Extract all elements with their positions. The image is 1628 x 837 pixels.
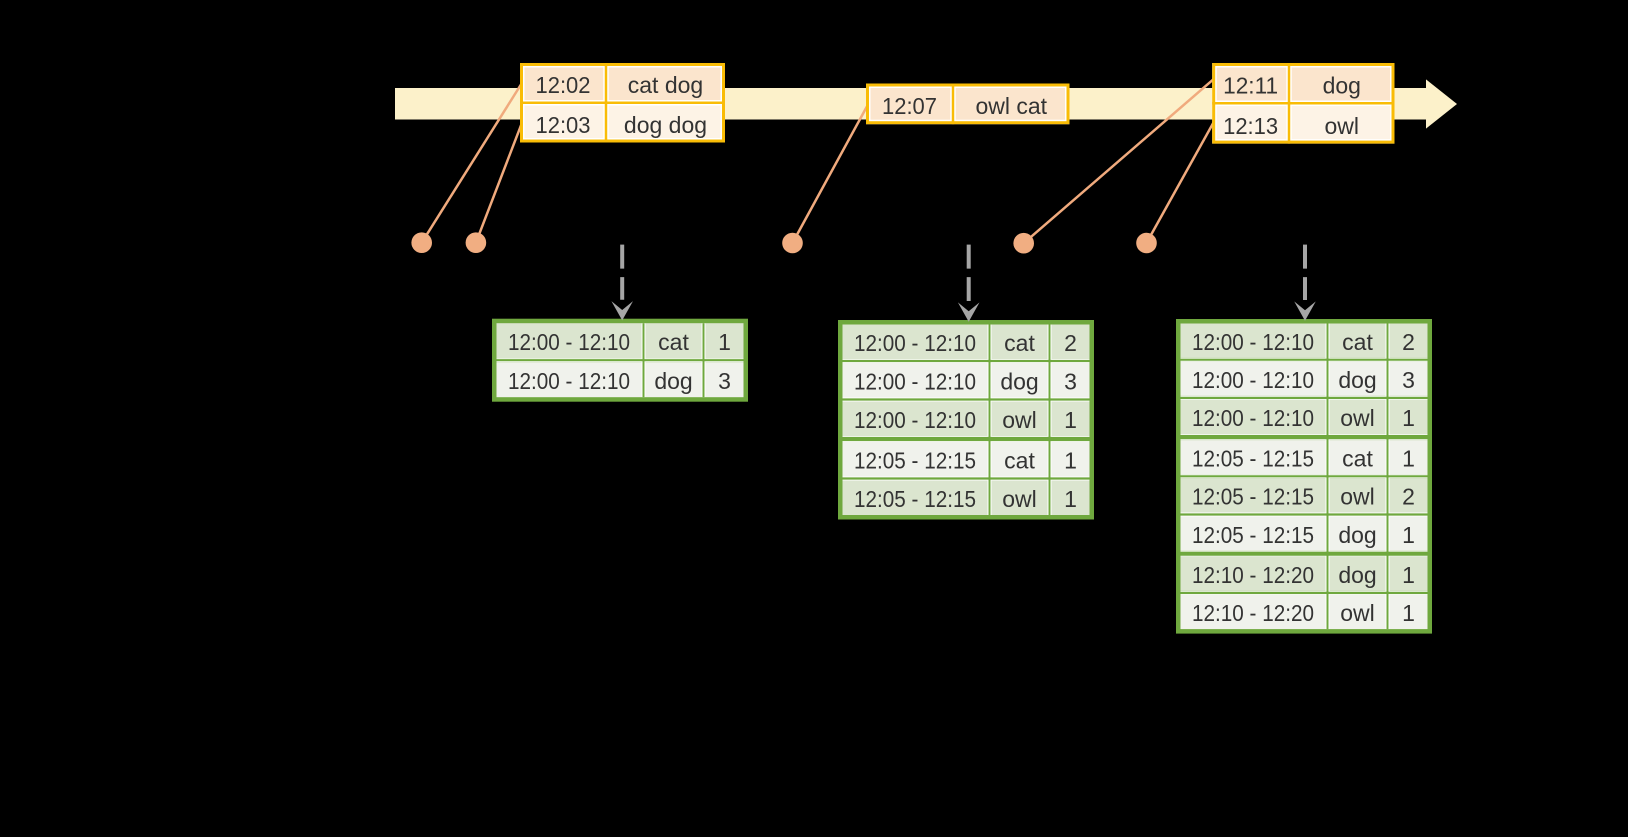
svg-text:owl: owl	[1340, 600, 1375, 626]
svg-text:12:02: 12:02	[536, 72, 591, 98]
svg-text:3: 3	[1402, 367, 1415, 393]
svg-text:12:07: 12:07	[882, 93, 937, 119]
svg-text:owl: owl	[1324, 113, 1359, 139]
svg-text:1: 1	[1402, 522, 1415, 548]
svg-text:1: 1	[1402, 405, 1415, 431]
svg-text:12:00 - 12:10: 12:00 - 12:10	[1192, 367, 1314, 393]
svg-text:1: 1	[1402, 562, 1415, 588]
svg-text:12:00 - 12:10: 12:00 - 12:10	[854, 368, 976, 394]
svg-text:12:05 - 12:15: 12:05 - 12:15	[1192, 484, 1314, 510]
svg-text:dog dog: dog dog	[624, 112, 707, 138]
svg-text:1: 1	[1064, 407, 1077, 433]
svg-text:cat: cat	[1004, 447, 1035, 473]
svg-text:12:10 - 12:20: 12:10 - 12:20	[1192, 562, 1314, 588]
svg-text:cat: cat	[1004, 330, 1035, 356]
svg-text:dog: dog	[654, 368, 692, 394]
svg-text:cat: cat	[1342, 329, 1373, 355]
svg-text:1: 1	[718, 329, 731, 355]
svg-text:2: 2	[1064, 330, 1077, 356]
svg-text:owl: owl	[1002, 407, 1037, 433]
svg-text:12:05 - 12:15: 12:05 - 12:15	[1192, 445, 1314, 471]
svg-text:12:00 - 12:10: 12:00 - 12:10	[1192, 405, 1314, 431]
svg-text:cat: cat	[658, 329, 689, 355]
svg-text:1: 1	[1402, 600, 1415, 626]
svg-text:2: 2	[1402, 484, 1415, 510]
svg-text:12:00 - 12:10: 12:00 - 12:10	[854, 407, 976, 433]
svg-text:12:05 - 12:15: 12:05 - 12:15	[854, 447, 976, 473]
svg-text:owl cat: owl cat	[975, 93, 1047, 119]
svg-text:12:05 - 12:15: 12:05 - 12:15	[1192, 522, 1314, 548]
svg-text:dog: dog	[1338, 562, 1376, 588]
svg-text:dog: dog	[1338, 522, 1376, 548]
svg-text:1: 1	[1064, 447, 1077, 473]
svg-text:2: 2	[1402, 329, 1415, 355]
svg-text:12:00 - 12:10: 12:00 - 12:10	[508, 368, 630, 394]
svg-text:3: 3	[718, 368, 731, 394]
svg-text:12:11: 12:11	[1223, 72, 1278, 98]
svg-text:12:10 - 12:20: 12:10 - 12:20	[1192, 600, 1314, 626]
svg-text:dog: dog	[1338, 367, 1376, 393]
svg-text:owl: owl	[1340, 405, 1375, 431]
svg-text:12:00 - 12:10: 12:00 - 12:10	[854, 330, 976, 356]
svg-text:1: 1	[1402, 445, 1415, 471]
svg-text:12:13: 12:13	[1223, 113, 1278, 139]
svg-text:12:00 - 12:10: 12:00 - 12:10	[1192, 329, 1314, 355]
svg-text:dog: dog	[1000, 368, 1038, 394]
svg-text:owl: owl	[1002, 486, 1037, 512]
svg-text:owl: owl	[1340, 484, 1375, 510]
svg-text:dog: dog	[1323, 72, 1361, 98]
svg-text:cat: cat	[1342, 445, 1373, 471]
svg-text:12:00 - 12:10: 12:00 - 12:10	[508, 329, 630, 355]
svg-text:12:05 - 12:15: 12:05 - 12:15	[854, 486, 976, 512]
svg-text:3: 3	[1064, 368, 1077, 394]
svg-text:1: 1	[1064, 486, 1077, 512]
svg-text:cat dog: cat dog	[628, 72, 703, 98]
svg-text:12:03: 12:03	[536, 112, 591, 138]
